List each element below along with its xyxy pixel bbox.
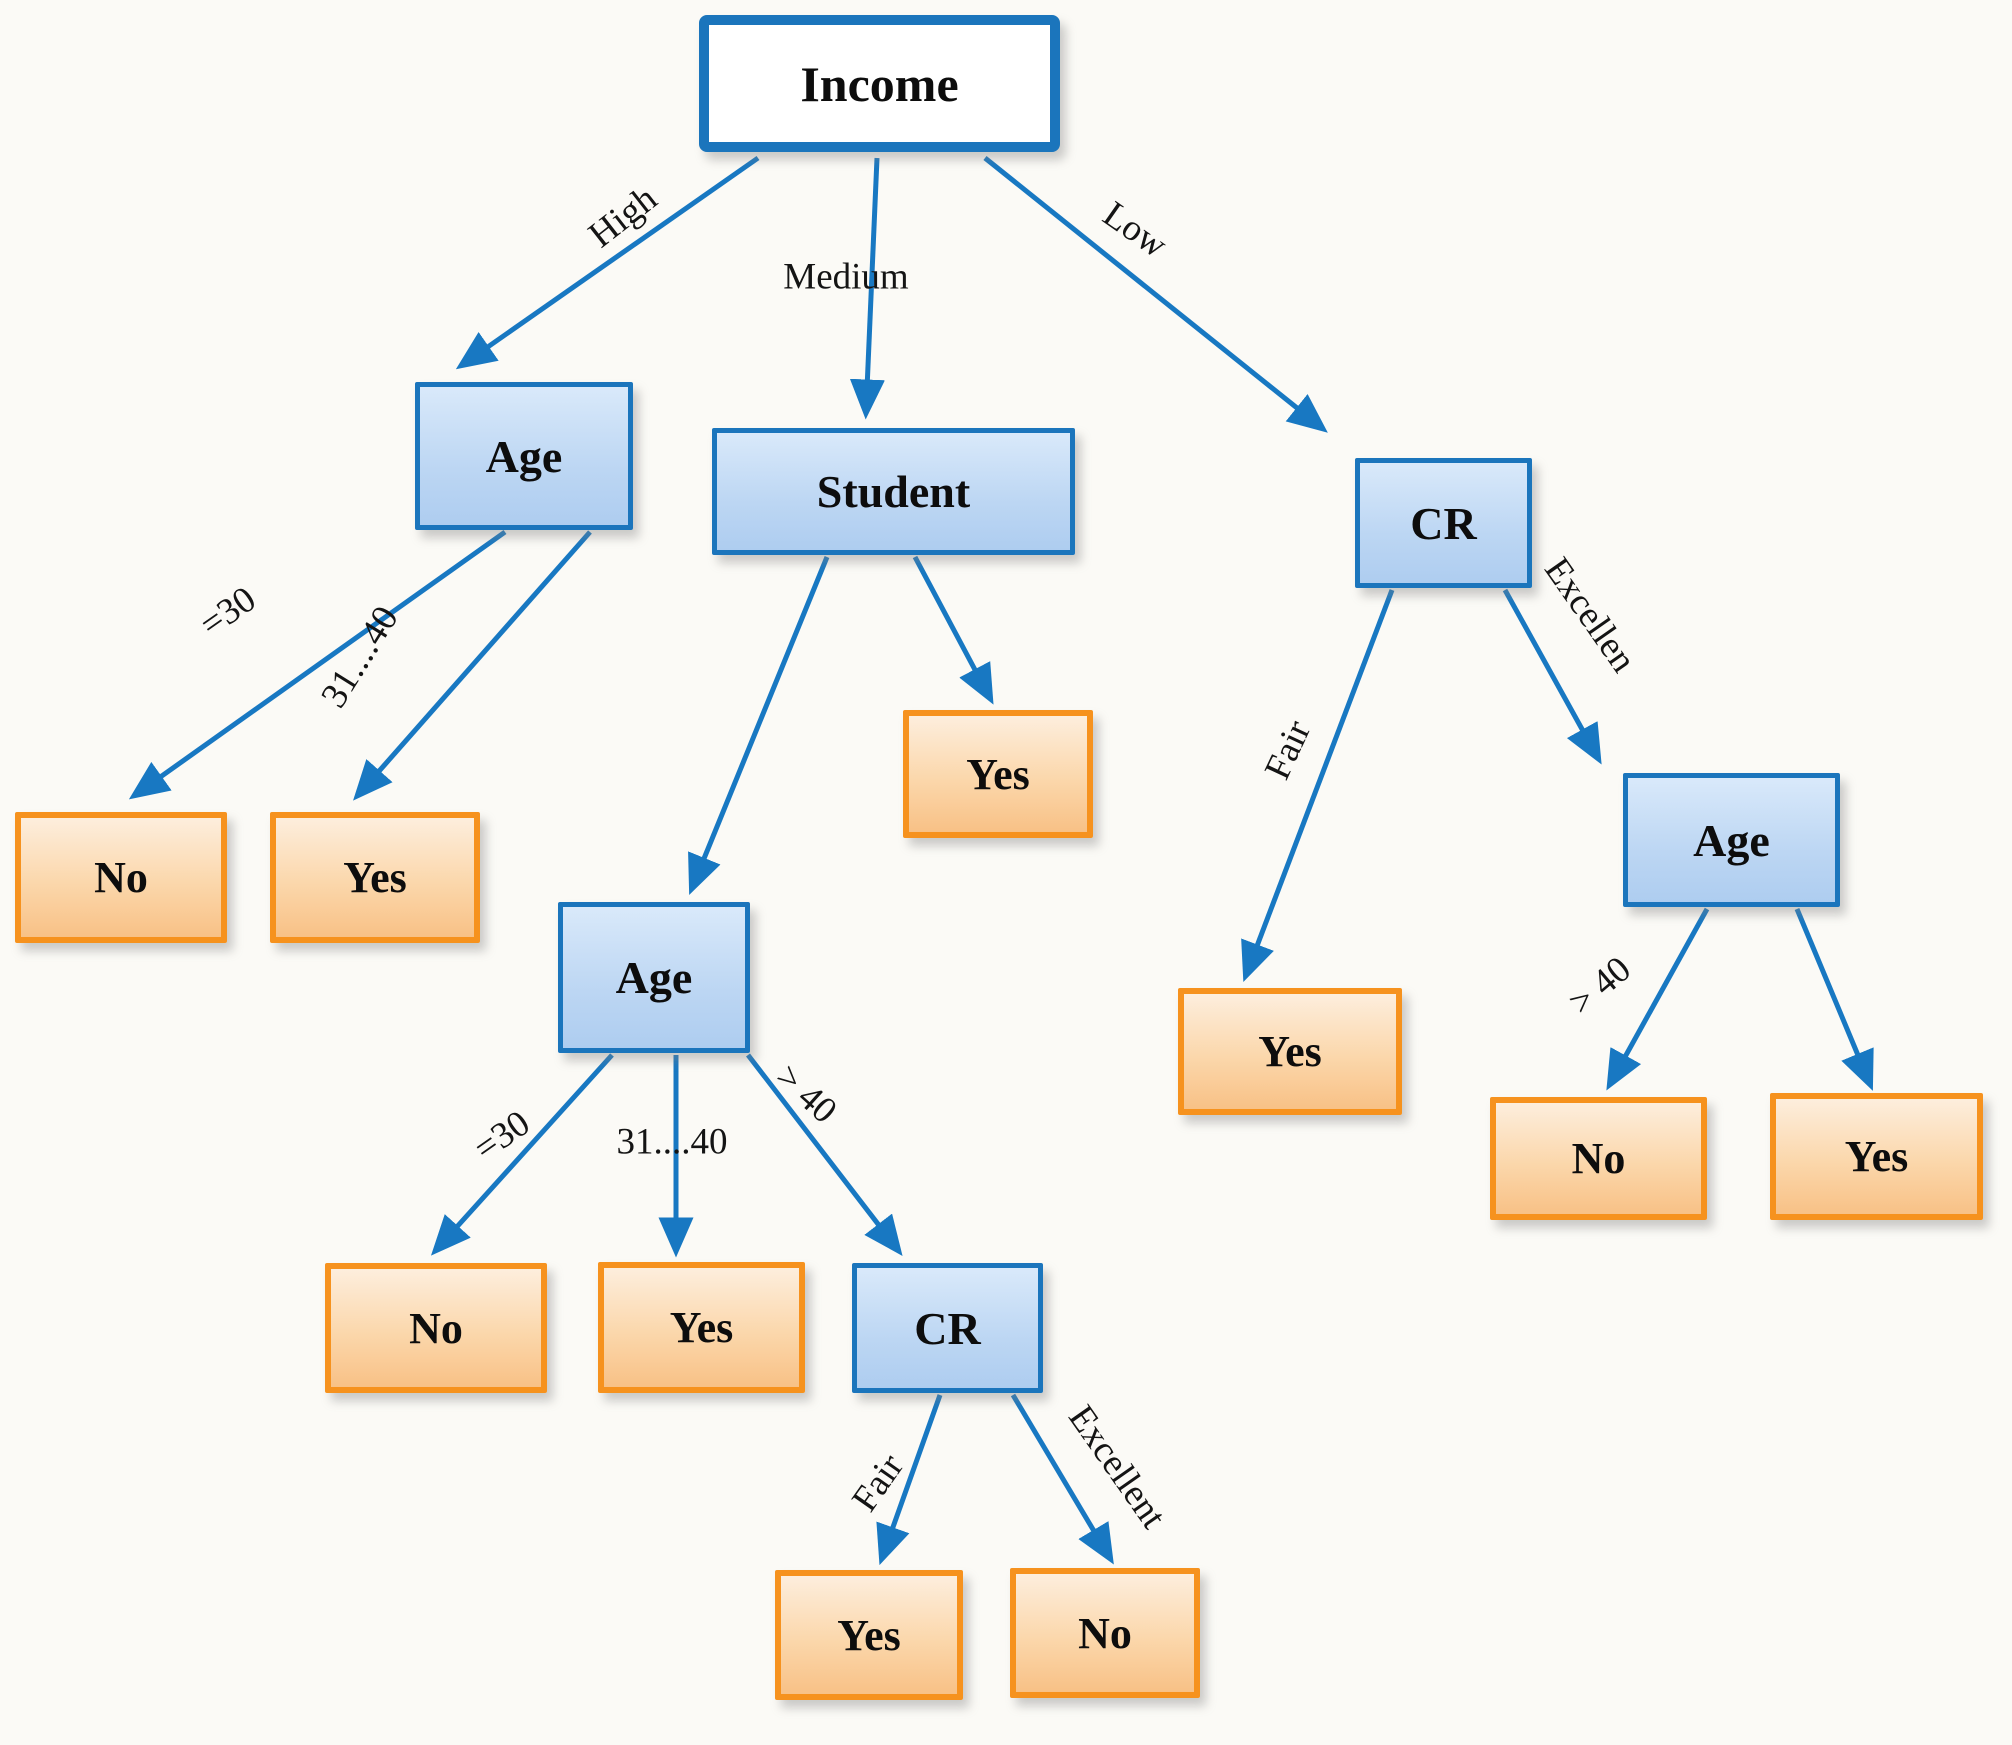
leaf-yes-cr-medium-fair: Yes (775, 1570, 963, 1700)
edge-age-low-to-no (1606, 907, 1710, 1091)
edge-cr-low-to-yes-fair (1241, 589, 1395, 983)
leaf-label: Yes (1844, 1132, 1909, 1181)
leaf-yes-high-31-40: Yes (270, 812, 480, 943)
edge-label-medium: Medium (783, 256, 909, 298)
edge-age-med-to-cr-med (746, 1053, 903, 1256)
edge-cr-med-to-no (1010, 1393, 1114, 1565)
edge-age-high-to-no (128, 529, 507, 800)
leaf-label: Yes (1258, 1027, 1322, 1076)
edge-student-to-age-med (688, 556, 830, 895)
leaf-no-medium-le30: No (325, 1263, 547, 1393)
leaf-label: Yes (343, 853, 407, 902)
edge-age-low-to-yes (1794, 908, 1874, 1091)
node-age-high-branch: Age (415, 382, 633, 530)
leaf-label: Yes (966, 749, 1030, 799)
leaf-no-cr-medium-excellent: No (1010, 1568, 1200, 1698)
edge-age-med-to-no (430, 1053, 614, 1256)
leaf-yes-low-fair: Yes (1178, 988, 1402, 1115)
leaf-label: No (1078, 1608, 1132, 1658)
leaf-yes-student: Yes (903, 710, 1093, 838)
leaf-label: Yes (669, 1303, 734, 1352)
edge-student-to-yes (912, 555, 994, 705)
node-student-label: Student (816, 466, 971, 517)
node-age-high-label: Age (485, 430, 563, 482)
leaf-label: No (94, 853, 148, 902)
edge-label-31-40-medium: 31....40 (616, 1121, 728, 1163)
edge-cr-med-to-yes (876, 1394, 943, 1566)
node-cr-medium-label: CR (914, 1302, 981, 1354)
node-income-label: Income (800, 55, 959, 112)
leaf-label: No (1571, 1134, 1626, 1183)
leaf-yes-low: Yes (1770, 1093, 1983, 1220)
edge-income-to-student (849, 157, 885, 420)
leaf-label: No (409, 1303, 463, 1353)
leaf-no-high-le30: No (15, 812, 227, 943)
leaf-no-low-gt40: No (1490, 1097, 1707, 1220)
node-cr-medium-branch: CR (852, 1263, 1043, 1393)
node-cr-low-branch: CR (1355, 458, 1532, 588)
node-age-low-label: Age (1693, 814, 1770, 866)
edge-income-to-age-high (455, 155, 760, 370)
leaf-yes-medium-31-40: Yes (598, 1262, 805, 1393)
node-age-medium-branch: Age (558, 902, 750, 1053)
leaf-label: Yes (837, 1610, 901, 1660)
node-age-low-branch: Age (1623, 773, 1840, 907)
node-cr-low-label: CR (1410, 497, 1477, 549)
node-income: Income (699, 15, 1060, 152)
edge-income-to-cr-low (983, 156, 1328, 433)
node-age-medium-label: Age (615, 952, 693, 1003)
edge-cr-low-to-age-low (1502, 588, 1602, 765)
edge-age-high-to-yes (353, 530, 592, 801)
node-student: Student (712, 428, 1075, 555)
